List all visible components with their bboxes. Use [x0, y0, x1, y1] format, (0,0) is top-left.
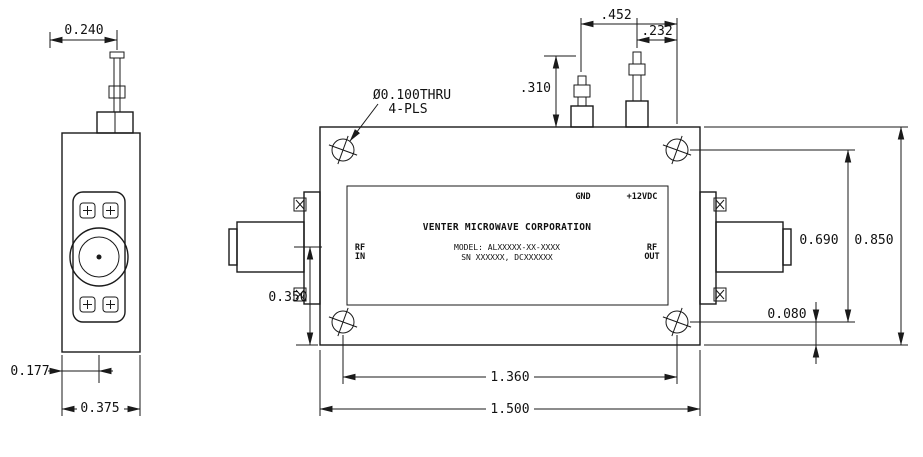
dim-body-depth	[61, 355, 141, 416]
dim-pin-offset-text: 0.240	[64, 23, 103, 38]
dim-pin-offset	[49, 30, 118, 50]
gnd-pin	[570, 75, 594, 128]
dim-pin-height-text: .310	[520, 81, 551, 96]
hole-note-line2: 4-PLS	[388, 102, 427, 117]
dim-body-height-text: 0.850	[854, 233, 893, 248]
side-view	[48, 30, 141, 416]
flange-screw-4	[102, 296, 119, 313]
hole-note-line1: Ø0.100THRU	[373, 88, 451, 103]
label-company: VENTER MICROWAVE CORPORATION	[423, 222, 592, 233]
input-tab-top	[293, 197, 307, 212]
dim-connector-offset-text: 0.177	[10, 364, 49, 379]
vdc-pin	[625, 51, 649, 128]
dim-connector-centerline-text: 0.350	[268, 290, 307, 305]
chassis-outline	[319, 126, 701, 346]
label-serial: SN XXXXXX, DCXXXXXX	[461, 253, 553, 262]
top-view	[228, 18, 908, 416]
dim-body-depth-text: 0.375	[80, 401, 119, 416]
sma-outer-circle	[69, 227, 129, 287]
dim-hole-spacing-h-text: 1.360	[490, 370, 529, 385]
dim-body-length-text: 1.500	[490, 402, 529, 417]
flange-screw-2	[102, 202, 119, 219]
dim-connector-offset	[48, 355, 113, 383]
sma-inner-circle	[78, 236, 120, 278]
label-gnd: GND	[575, 192, 590, 202]
label-model: MODEL: ALXXXXX-XX-XXXX	[454, 243, 560, 252]
flange-screw-1	[79, 202, 96, 219]
label-rf-in-2: IN	[355, 252, 365, 262]
sma-flange-outline	[72, 191, 126, 323]
dim-top-pins	[580, 18, 678, 124]
mounting-hole-bottom-right	[662, 307, 692, 337]
side-feedthrough-pin	[108, 51, 126, 112]
id-label-outline	[346, 185, 669, 306]
label-rf-in-1: RF	[355, 243, 365, 253]
dim-right-side	[690, 126, 908, 346]
dim-gnd-pin-text: .452	[600, 8, 631, 23]
output-thread-barrel	[715, 221, 784, 273]
dim-bottom	[319, 335, 701, 416]
dim-connector-centerline	[294, 246, 322, 346]
mounting-hole-bottom-left	[328, 307, 358, 337]
label-vdc: +12VDC	[627, 192, 658, 202]
dim-hole-to-edge-text: 0.080	[767, 307, 806, 322]
flange-screw-3	[79, 296, 96, 313]
dim-hole-spacing-v-text: 0.690	[799, 233, 838, 248]
rf-output-connector	[699, 191, 792, 305]
output-connector-end	[782, 228, 792, 266]
output-tab-top	[713, 197, 727, 212]
side-sma-connector-face	[69, 191, 129, 323]
label-rf-out-1: RF	[647, 243, 657, 253]
dim-vdc-pin-text: .232	[641, 24, 672, 39]
dim-pin-height	[544, 55, 576, 128]
label-rf-out-2: OUT	[644, 252, 659, 262]
mounting-hole-top-left	[328, 135, 358, 165]
rf-input-connector	[228, 191, 321, 305]
output-tab-bottom	[713, 287, 727, 302]
mounting-hole-top-right	[662, 135, 692, 165]
sma-center-pin	[96, 254, 102, 260]
input-tab-bottom	[293, 287, 307, 302]
input-thread-barrel	[236, 221, 305, 273]
hole-note-leader	[349, 103, 379, 142]
input-connector-end	[228, 228, 238, 266]
